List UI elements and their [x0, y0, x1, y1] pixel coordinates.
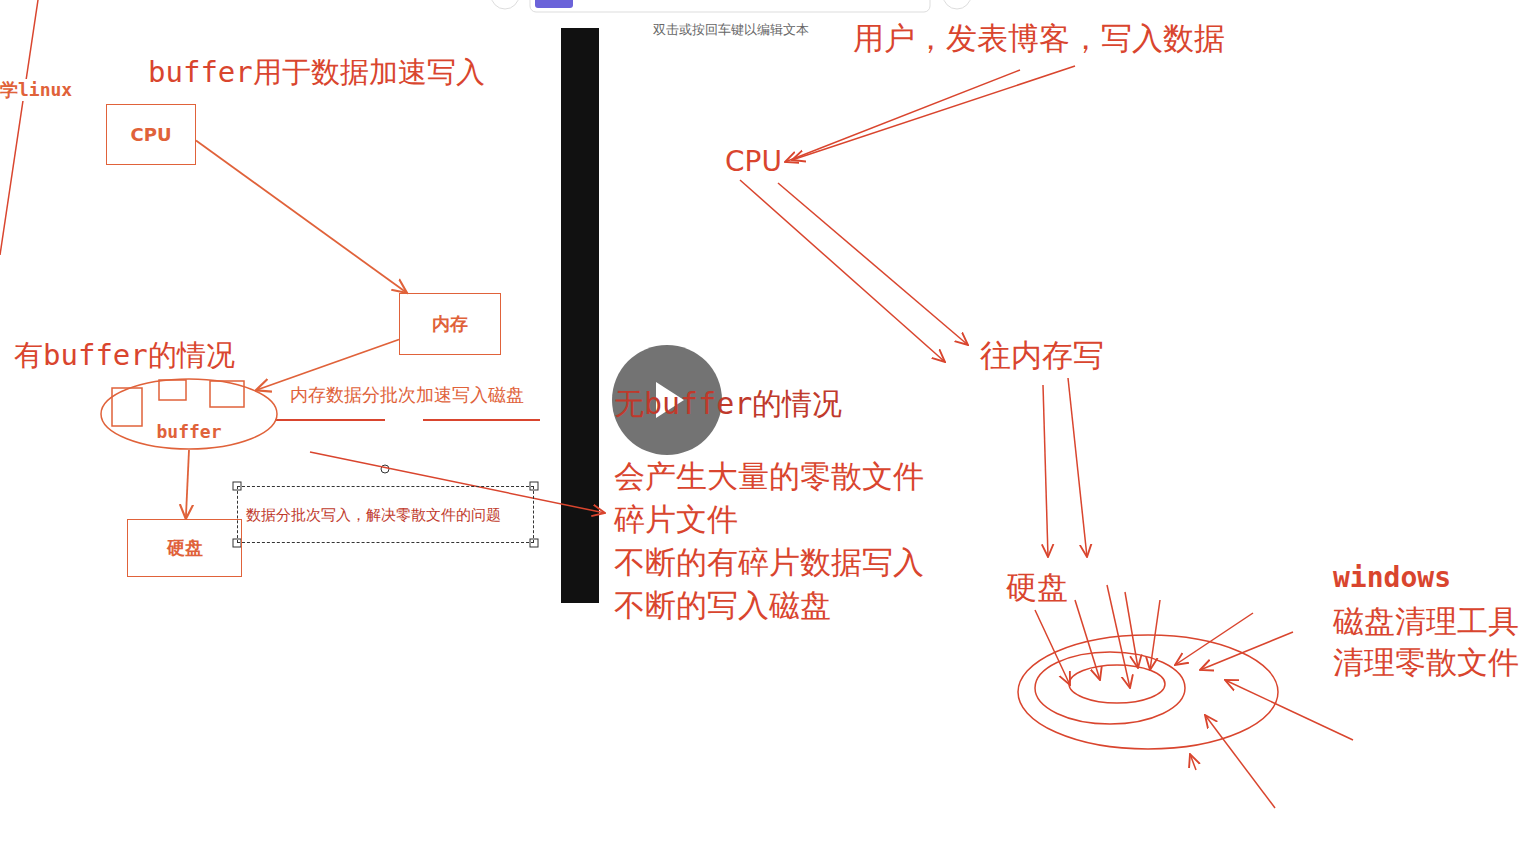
annotation-text: 用户，发表博客，写入数据	[853, 20, 1225, 57]
annotation-text: buffer用于数据加速写入	[148, 55, 485, 90]
fragment-arrows	[1035, 585, 1353, 808]
annotation-text: 无buffer的情况	[614, 386, 842, 422]
underline	[275, 419, 540, 421]
divider-bar	[561, 28, 599, 603]
process-box: 硬盘	[127, 519, 242, 577]
annotation-text: 往内存写	[980, 337, 1104, 374]
selection-handles	[233, 465, 538, 547]
node-text: buffer	[156, 421, 221, 443]
buffer-ellipse: buffer	[100, 378, 278, 450]
annotation-text: CPU	[725, 145, 782, 179]
toolbar	[491, 0, 971, 12]
pen-stroke	[0, 0, 38, 255]
flow-arrow	[256, 340, 399, 391]
text-box: 数据分批次写入，解决零散文件的问题	[237, 486, 534, 543]
process-box: 内存	[399, 293, 501, 355]
annotation-text: 双击或按回车键以编辑文本	[653, 22, 809, 38]
annotation-text: 有buffer的情况	[14, 338, 235, 373]
node-text: 硬盘	[167, 537, 203, 559]
node-text: 内存	[432, 313, 468, 335]
flow-arrow	[196, 141, 407, 293]
annotation-text: 磁盘清理工具	[1333, 603, 1519, 640]
node-text: 数据分批次写入，解决零散文件的问题	[246, 506, 501, 524]
annotation-text: 清理零散文件	[1333, 644, 1519, 681]
annotation-text: 碎片文件	[614, 501, 738, 538]
annotation-text: 不断的有碎片数据写入	[614, 544, 924, 581]
process-box: CPU	[106, 104, 196, 165]
leader-arrow	[310, 452, 605, 513]
annotation-text: 学linux	[0, 79, 72, 101]
annotation-text: 内存数据分批次加速写入磁盘	[290, 384, 524, 406]
annotation-text: 硬盘	[1006, 569, 1068, 606]
flow-arrow	[186, 450, 189, 519]
annotation-text: 不断的写入磁盘	[614, 587, 831, 624]
annotation-text: 会产生大量的零散文件	[614, 458, 924, 495]
node-text: CPU	[130, 124, 171, 146]
disk-platter	[1018, 635, 1278, 749]
annotation-text: windows	[1333, 561, 1451, 595]
